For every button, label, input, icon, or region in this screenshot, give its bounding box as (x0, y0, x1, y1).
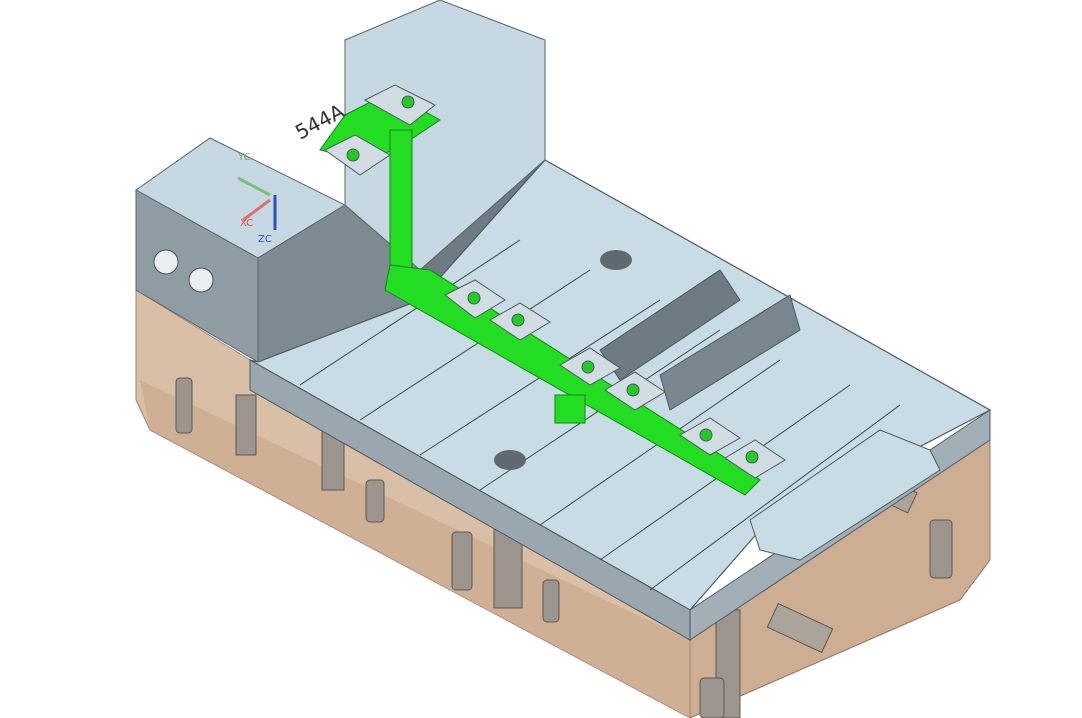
x-axis-label: XC (240, 218, 253, 229)
y-axis-icon (237, 176, 271, 197)
wcs-triad: YC XC ZC (237, 152, 277, 245)
terminal-clips (324, 84, 786, 479)
left-block (135, 137, 347, 363)
x-axis-icon (242, 198, 271, 222)
y-axis-label: YC (237, 152, 251, 163)
z-axis-label: ZC (258, 234, 272, 245)
